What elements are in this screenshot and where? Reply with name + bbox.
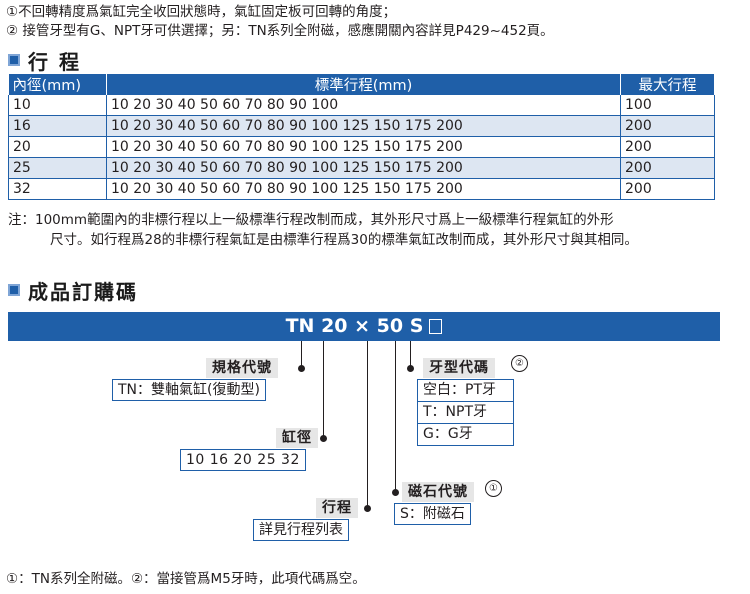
- cell-max-stroke: 100: [620, 95, 715, 116]
- cell-bore: 20: [8, 136, 107, 158]
- cell-bore: 16: [8, 115, 107, 137]
- cell-standard-stroke: 10 20 30 40 50 60 70 80 90 100 125 150 1…: [106, 157, 621, 179]
- header-standard-stroke: 標準行程(mm): [106, 74, 621, 95]
- table-row: 16 10 20 30 40 50 60 70 80 90 100 125 15…: [8, 115, 715, 137]
- table-row: 32 10 20 30 40 50 60 70 80 90 100 125 15…: [8, 178, 715, 200]
- thread-option: G：G牙: [423, 426, 473, 442]
- bottom-note: ①：TN系列全附磁。②：當接管爲M5牙時，此項代碼爲空。: [6, 571, 366, 587]
- thread-option: 空白：PT牙: [418, 380, 513, 402]
- connector-dot: [298, 365, 305, 372]
- stroke-footnote-line-1: 注：100mm範圍內的非標行程以上一級標準行程改制而成，其外形尺寸爲上一級標準行…: [8, 212, 614, 228]
- marker-2-icon: ②: [511, 355, 528, 372]
- connector-dot: [364, 505, 371, 512]
- cell-standard-stroke: 10 20 30 40 50 60 70 80 90 100 125 150 1…: [106, 115, 621, 137]
- empty-box-icon: [429, 319, 443, 334]
- connector-line: [301, 341, 303, 369]
- cell-bore: 32: [8, 178, 107, 200]
- order-section-header: 成品訂購碼: [8, 278, 138, 304]
- table-header-row: 內徑(mm) 標準行程(mm) 最大行程: [8, 74, 715, 95]
- bore-label: 缸徑: [276, 428, 318, 448]
- stroke-label: 行程: [316, 498, 358, 518]
- table-row: 10 10 20 30 40 50 60 70 80 90 100 100: [8, 95, 715, 116]
- stroke-section-header: 行 程: [8, 48, 81, 74]
- thread-label: 牙型代碼: [423, 358, 495, 378]
- thread-option: T：NPT牙: [418, 402, 513, 424]
- order-code-bar: TN 20 × 50 S: [8, 312, 720, 341]
- stroke-section-title: 行 程: [28, 49, 81, 74]
- stroke-table: 內徑(mm) 標準行程(mm) 最大行程 10 10 20 30 40 50 6…: [8, 74, 715, 200]
- connector-line: [367, 341, 369, 509]
- stroke-value: 詳見行程列表: [253, 519, 349, 541]
- magnet-value: S：附磁石: [394, 503, 471, 525]
- connector-line: [410, 341, 412, 369]
- cell-max-stroke: 200: [620, 136, 715, 158]
- table-row: 20 10 20 30 40 50 60 70 80 90 100 125 15…: [8, 136, 715, 158]
- cell-standard-stroke: 10 20 30 40 50 60 70 80 90 100 125 150 1…: [106, 178, 621, 200]
- order-section-title: 成品訂購碼: [28, 279, 138, 304]
- connector-dot: [320, 435, 327, 442]
- header-bore: 內徑(mm): [8, 74, 107, 95]
- thread-options: 空白：PT牙 T：NPT牙 G：G牙: [417, 379, 514, 446]
- square-bullet-icon: [8, 284, 20, 296]
- note-line-2: ② 接管牙型有G、NPT牙可供選擇；另：TN系列全附磁，感應開關內容詳見P429…: [6, 23, 554, 39]
- order-code-text: TN 20 × 50 S: [285, 315, 424, 337]
- connector-dot: [407, 365, 414, 372]
- cell-max-stroke: 200: [620, 157, 715, 179]
- cell-max-stroke: 200: [620, 178, 715, 200]
- stroke-footnote-line-2: 尺寸。如行程爲28的非標行程氣缸是由標準行程爲30的標準氣缸改制而成，其外形尺寸…: [50, 232, 638, 248]
- header-max-stroke: 最大行程: [620, 74, 715, 95]
- bore-value: 10 16 20 25 32: [180, 449, 306, 471]
- cell-bore: 10: [8, 95, 107, 116]
- connector-line: [323, 341, 325, 439]
- square-bullet-icon: [8, 54, 20, 66]
- table-row: 25 10 20 30 40 50 60 70 80 90 100 125 15…: [8, 157, 715, 179]
- marker-1-icon: ①: [485, 480, 502, 497]
- magnet-label: 磁石代號: [402, 482, 474, 502]
- cell-max-stroke: 200: [620, 115, 715, 137]
- cell-standard-stroke: 10 20 30 40 50 60 70 80 90 100 125 150 1…: [106, 136, 621, 158]
- connector-dot: [392, 489, 399, 496]
- cell-bore: 25: [8, 157, 107, 179]
- connector-line: [395, 341, 397, 493]
- spec-code-value: TN：雙軸氣缸(復動型): [112, 379, 266, 401]
- cell-standard-stroke: 10 20 30 40 50 60 70 80 90 100: [106, 95, 621, 116]
- note-line-1: ①不回轉精度爲氣缸完全收回狀態時，氣缸固定板可回轉的角度；: [6, 4, 397, 20]
- spec-code-label: 規格代號: [206, 358, 278, 378]
